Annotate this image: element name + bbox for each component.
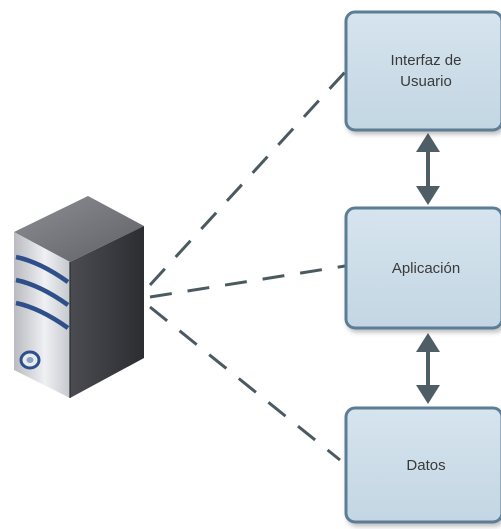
arrow-application-data <box>416 333 440 404</box>
interface-node-label-line-2: Usuario <box>400 73 452 90</box>
interface-node-label-line-1: Interfaz de <box>391 52 462 69</box>
arrow-interface-application <box>416 133 440 205</box>
application-node[interactable] <box>344 206 501 330</box>
dashed-line-to-interface <box>148 70 347 287</box>
dashed-connectors <box>148 70 347 462</box>
dashed-line-to-data <box>149 305 341 462</box>
application-node-label: Aplicación <box>392 260 460 277</box>
dashed-line-to-application <box>149 264 346 299</box>
interface-node[interactable] <box>344 10 501 132</box>
data-node-label: Datos <box>406 457 445 474</box>
server-tower-icon <box>14 196 144 398</box>
arrows <box>416 133 440 404</box>
data-node[interactable] <box>344 406 501 524</box>
